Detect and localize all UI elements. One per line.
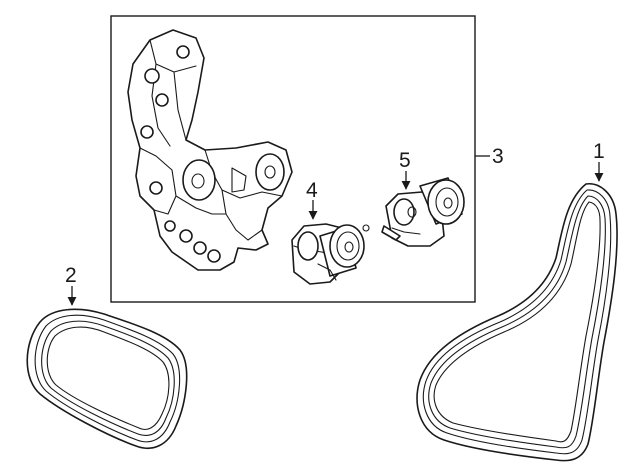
callout-4: 4 [306,179,318,202]
belt-part-1 [416,183,618,462]
callout-1: 1 [593,140,605,163]
belt-part-2 [26,308,188,450]
idler-part-5 [381,177,465,247]
tensioner-part-4 [291,223,370,285]
assembly-box [110,15,476,303]
callout-3: 3 [492,145,504,168]
callout-5: 5 [399,149,411,172]
mounting-bracket [127,29,293,271]
callout-2: 2 [65,264,77,287]
